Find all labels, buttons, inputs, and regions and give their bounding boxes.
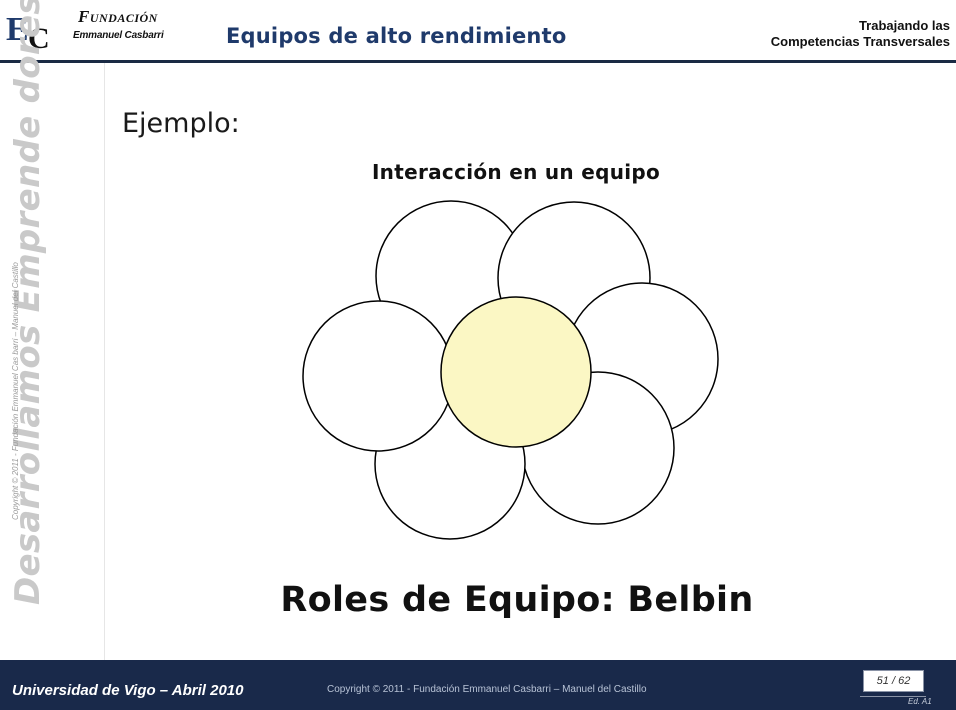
petal-circle-left — [302, 300, 454, 452]
section-label: Ejemplo: — [122, 108, 240, 139]
edition-label: Ed. A1 — [908, 697, 932, 706]
page-number: 51 / 62 — [863, 670, 924, 692]
svg-text:E: E — [6, 11, 29, 48]
vertical-copyright: Copyright © 2011 - Fundación Emmanuel Ca… — [11, 262, 20, 520]
footer-copyright: Copyright © 2011 - Fundación Emmanuel Ca… — [327, 684, 647, 695]
header-subtitle-line2: Competencias Transversales — [770, 34, 950, 49]
fundacion-logo-icon: E C — [6, 11, 50, 50]
header: E C Fundación Emmanuel Casbarri Equipos … — [0, 0, 956, 60]
footer-event: Universidad de Vigo – Abril 2010 — [12, 682, 244, 699]
header-subtitle-line1: Trabajando las — [858, 18, 950, 33]
page-title: Equipos de alto rendimiento — [226, 24, 567, 48]
svg-text:C: C — [28, 22, 50, 50]
logo-fundacion-text: Fundación — [78, 7, 158, 26]
page-number-underline — [860, 696, 926, 697]
header-subtitle: Trabajando las Competencias Transversale… — [771, 18, 950, 50]
center-circle — [440, 296, 592, 448]
main-heading: Roles de Equipo: Belbin — [280, 580, 754, 620]
sidebar-divider — [104, 63, 105, 660]
logo-emmanuel-text: Emmanuel Casbarri — [73, 30, 164, 41]
team-interaction-diagram — [302, 200, 719, 540]
footer: Universidad de Vigo – Abril 2010 Copyrig… — [0, 660, 956, 710]
diagram-title: Interacción en un equipo — [371, 160, 661, 184]
header-divider — [0, 60, 956, 63]
